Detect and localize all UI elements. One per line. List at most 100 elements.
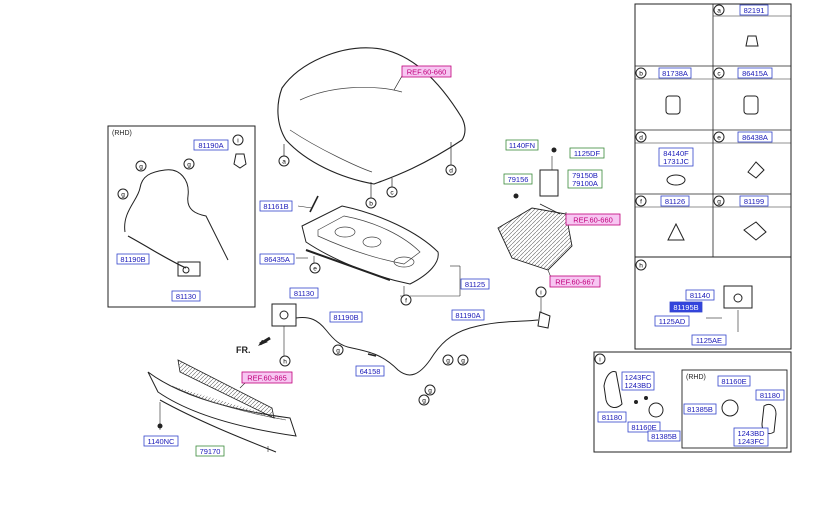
part-81161B: 81161B xyxy=(263,202,288,211)
cable-callout-g1 xyxy=(332,344,344,356)
part-79170: 79170 xyxy=(200,447,221,456)
panel-i-callout xyxy=(594,353,606,365)
bumper-stop-icon xyxy=(665,95,681,115)
ref-box xyxy=(401,65,452,78)
part-81190B: 81190B xyxy=(333,313,358,322)
release-cable: i h g g g g g 81130 81190B 81190A 64158 xyxy=(271,286,551,406)
svg-text:h: h xyxy=(639,263,643,270)
release-lever xyxy=(537,311,551,329)
hood-stay-rod xyxy=(309,195,319,213)
grid-callout-f xyxy=(635,195,647,207)
svg-text:b: b xyxy=(369,201,373,208)
bumper-stop-icon xyxy=(743,95,759,115)
panel-i-rhd-part-81180: 81180 xyxy=(760,391,780,400)
svg-text:i: i xyxy=(237,138,238,145)
svg-text:e: e xyxy=(717,135,721,142)
hood-callout-c xyxy=(386,186,398,198)
svg-text:c: c xyxy=(717,71,721,78)
svg-text:g: g xyxy=(446,358,450,365)
rhd-callout-g3 xyxy=(117,188,129,200)
grid-part-e: 86438A xyxy=(742,133,768,142)
front-end-carrier: REF.60-865 1140NC 79170 xyxy=(143,359,297,457)
part-86435A: 86435A xyxy=(264,255,290,264)
label-box-green xyxy=(505,139,539,151)
cable-callout-g5 xyxy=(457,354,469,366)
part-1140FN: 1140FN xyxy=(509,141,535,150)
panel-h-part-1125AE: 1125AE xyxy=(696,336,722,345)
panel-i-part-81385B: 81385B xyxy=(651,432,677,441)
panel-i-part-1243BD: 1243BD xyxy=(624,381,652,390)
svg-text:g: g xyxy=(461,358,465,365)
svg-text:g: g xyxy=(139,164,143,171)
grid-part-d2: 1731JC xyxy=(663,157,689,166)
hood-assembly: a b c d REF.60-660 xyxy=(277,47,466,209)
panel-i-part-81160E: 81160E xyxy=(631,423,656,432)
ref-latch-667: REF.60-667 xyxy=(555,278,595,287)
bumper-icon xyxy=(745,35,759,47)
grid-callout-c xyxy=(713,67,725,79)
hood-panel xyxy=(277,47,466,185)
front-direction-marker: FR. xyxy=(236,336,271,355)
rhd-release-handle xyxy=(233,153,247,169)
front-label: FR. xyxy=(236,345,251,355)
hood-callout-d xyxy=(445,164,457,176)
rhd-part-81190B: 81190B xyxy=(120,255,145,264)
panel-h-part-1125AD: 1125AD xyxy=(659,317,686,326)
weatherstrip xyxy=(305,249,391,281)
grid-callout-b xyxy=(635,67,647,79)
svg-text:i: i xyxy=(599,357,600,364)
release-handle-lhd xyxy=(603,371,623,408)
grid-callout-e xyxy=(713,131,725,143)
svg-text:g: g xyxy=(121,192,125,199)
svg-text:c: c xyxy=(390,190,394,197)
ref-latch-660: REF.60-660 xyxy=(573,216,613,225)
grid-part-g: 81199 xyxy=(744,197,764,206)
rhd-part-81130: 81130 xyxy=(176,292,196,301)
hood-callout-a xyxy=(278,155,290,167)
svg-text:f: f xyxy=(405,298,407,305)
hood-hinge xyxy=(539,169,559,197)
svg-text:g: g xyxy=(422,398,426,405)
insulator-callout-f xyxy=(400,294,412,306)
grommet-icon xyxy=(666,174,686,186)
panel-h-callout xyxy=(635,259,647,271)
part-79156: 79156 xyxy=(508,175,529,184)
fastener-icon xyxy=(667,222,685,241)
grid-callout-a xyxy=(713,4,725,16)
svg-text:d: d xyxy=(449,168,453,175)
svg-text:g: g xyxy=(187,162,191,169)
rhd-latch-bracket xyxy=(177,261,201,277)
panel-i-rhd-part-1243FC: 1243FC xyxy=(738,437,765,446)
rhd-panel-frame xyxy=(107,125,256,308)
hood-latch xyxy=(271,303,297,327)
ref-carrier-865: REF.60-865 xyxy=(247,374,287,383)
panel-i-rhd-part-1243BD: 1243BD xyxy=(737,429,765,438)
secondary-latch-panel: h 81140 81195B 1125AD 1125AE xyxy=(634,256,792,350)
latch-support-panel xyxy=(497,207,573,271)
grid-part-a: 82191 xyxy=(744,6,765,15)
grid-part-c: 86415A xyxy=(742,69,768,78)
release-cable-line xyxy=(295,317,539,376)
part-81190A: 81190A xyxy=(455,311,480,320)
hood-callout-b xyxy=(365,197,377,209)
rhd-cable xyxy=(124,169,229,261)
clip-icon xyxy=(747,161,765,179)
part-1140NC: 1140NC xyxy=(148,437,176,446)
panel-h-part-81140: 81140 xyxy=(690,291,710,300)
panel-i-rhd-frame xyxy=(681,369,788,449)
svg-text:a: a xyxy=(717,8,721,15)
panel-i-rhd-title: (RHD) xyxy=(686,374,706,381)
panel-i-frame xyxy=(593,351,792,453)
svg-text:d: d xyxy=(639,135,643,142)
panel-h-part-81195B: 81195B xyxy=(673,303,698,312)
highlighted-part-box xyxy=(669,301,703,313)
part-79150B: 79150B xyxy=(572,171,598,180)
svg-text:b: b xyxy=(639,71,643,78)
part-1125DF: 1125DF xyxy=(574,149,601,158)
svg-text:g: g xyxy=(428,388,432,395)
rhd-callout-g1 xyxy=(135,160,147,172)
cable-clip-icon xyxy=(743,221,767,241)
svg-text:h: h xyxy=(283,359,287,366)
handle-bracket xyxy=(648,402,664,418)
